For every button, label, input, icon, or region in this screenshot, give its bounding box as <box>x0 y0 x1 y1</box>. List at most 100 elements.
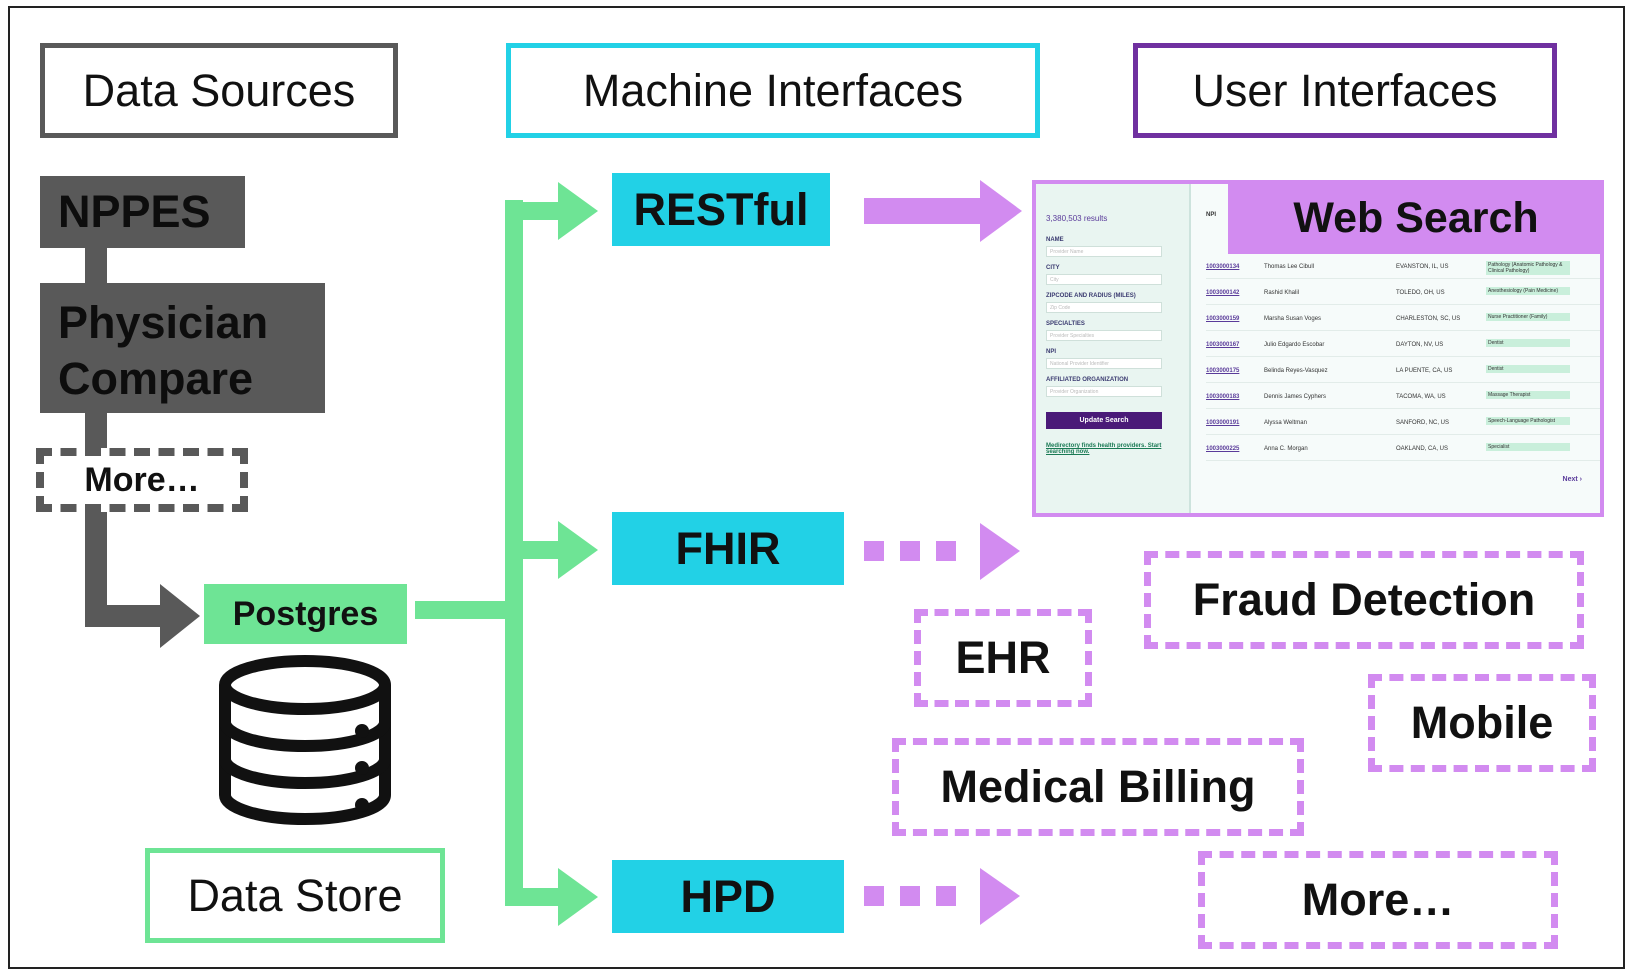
npi-column-header: NPI <box>1206 212 1217 218</box>
filter-input[interactable]: Provider Organization <box>1046 386 1162 397</box>
row-city: CHARLESTON, SC, US <box>1396 316 1461 322</box>
row-npi[interactable]: 1003000142 <box>1206 290 1240 296</box>
green-connector <box>505 202 565 220</box>
row-city: OAKLAND, CA, US <box>1396 446 1449 452</box>
row-city: TOLEDO, OH, US <box>1396 290 1445 296</box>
gray-connector <box>85 512 107 622</box>
row-npi[interactable]: 1003000159 <box>1206 316 1240 322</box>
table-row: 1003000191 Alyssa Weltman SANFORD, NC, US S… <box>1206 414 1600 435</box>
header-machine-interfaces: Machine Interfaces <box>506 43 1040 138</box>
filter-input[interactable]: Provider Specialties <box>1046 330 1162 341</box>
update-search-button[interactable]: Update Search <box>1046 412 1162 429</box>
green-connector <box>415 601 515 619</box>
more-ui-box: More… <box>1198 851 1558 949</box>
database-dot <box>355 761 369 775</box>
row-name: Dennis James Cyphers <box>1264 394 1327 400</box>
filter-label: NPI <box>1046 349 1057 355</box>
green-arrowhead <box>558 521 598 579</box>
row-name: Anna C. Morgan <box>1264 446 1308 452</box>
row-specialty-badge: Dentist <box>1486 339 1570 347</box>
ehr-box: EHR <box>914 609 1092 707</box>
row-name: Rashid Khalil <box>1264 290 1300 296</box>
filter-input[interactable]: City <box>1046 274 1162 285</box>
search-sidebar: 3,380,503 results NAME Provider Name CIT… <box>1036 184 1191 513</box>
row-npi[interactable]: 1003000191 <box>1206 420 1240 426</box>
row-specialty-badge: Massage Therapist <box>1486 391 1570 399</box>
row-name: Julio Edgardo Escobar <box>1264 342 1325 348</box>
tagline-link[interactable]: Medirectory finds health providers. Star… <box>1046 443 1162 455</box>
more-sources-box: More… <box>36 448 248 512</box>
table-row: 1003000175 Belinda Reyes-Vasquez LA PUENTE… <box>1206 362 1600 383</box>
diagram-frame <box>8 6 1625 969</box>
purple-dash <box>864 886 884 906</box>
green-arrowhead <box>558 868 598 926</box>
purple-dash <box>936 541 956 561</box>
row-specialty-badge: Speech-Language Pathologist <box>1486 417 1570 425</box>
purple-dash <box>900 886 920 906</box>
filter-label: ZIPCODE AND RADIUS (MILES) <box>1046 293 1136 299</box>
row-name: Alyssa Weltman <box>1264 420 1307 426</box>
filter-input[interactable]: Zip Code <box>1046 302 1162 313</box>
fraud-detection-box: Fraud Detection <box>1144 551 1584 649</box>
row-specialty-badge: Dentist <box>1486 365 1570 373</box>
table-row: 1003000167 Julio Edgardo Escobar DAYTON, N… <box>1206 336 1600 357</box>
purple-arrowhead <box>980 868 1020 925</box>
row-city: LA PUENTE, CA, US <box>1396 368 1453 374</box>
row-specialty-badge: Specialist <box>1486 443 1570 451</box>
purple-solid-connector <box>864 198 984 224</box>
green-connector <box>505 888 565 906</box>
next-link[interactable]: Next › <box>1562 476 1582 483</box>
row-city: DAYTON, NV, US <box>1396 342 1444 348</box>
row-city: TACOMA, WA, US <box>1396 394 1446 400</box>
restful-box: RESTful <box>612 173 830 246</box>
filter-label: CITY <box>1046 265 1060 271</box>
row-name: Marsha Susan Voges <box>1264 316 1322 322</box>
row-npi[interactable]: 1003000225 <box>1206 446 1240 452</box>
green-arrowhead <box>558 182 598 240</box>
purple-dash <box>900 541 920 561</box>
results-count: 3,380,503 results <box>1046 214 1108 223</box>
gray-connector <box>85 245 107 285</box>
purple-dash <box>936 886 956 906</box>
row-specialty-badge: Nurse Practitioner (Family) <box>1486 313 1570 321</box>
table-row: 1003000134 Thomas Lee Cibull EVANSTON, IL,… <box>1206 258 1600 279</box>
filter-input[interactable]: Provider Name <box>1046 246 1162 257</box>
filter-label: SPECIALTIES <box>1046 321 1085 327</box>
purple-arrowhead <box>980 523 1020 580</box>
row-npi[interactable]: 1003000167 <box>1206 342 1240 348</box>
database-dot <box>355 724 369 738</box>
nppes-box: NPPES <box>40 176 245 248</box>
gray-arrowhead <box>160 584 200 648</box>
web-search-banner: Web Search <box>1228 184 1600 254</box>
mobile-box: Mobile <box>1368 674 1596 772</box>
row-specialty-badge: Pathology (Anatomic Pathology & Clinical… <box>1486 261 1570 275</box>
row-npi[interactable]: 1003000183 <box>1206 394 1240 400</box>
row-name: Thomas Lee Cibull <box>1264 264 1315 270</box>
gray-connector <box>85 605 165 627</box>
row-npi[interactable]: 1003000134 <box>1206 264 1240 270</box>
table-row: 1003000159 Marsha Susan Voges CHARLESTON, … <box>1206 310 1600 331</box>
medical-billing-box: Medical Billing <box>892 738 1304 836</box>
filter-input[interactable]: National Provider Identifier <box>1046 358 1162 369</box>
row-name: Belinda Reyes-Vasquez <box>1264 368 1328 374</box>
purple-arrowhead <box>980 180 1022 242</box>
physician-compare-box: Physician Compare <box>40 283 325 413</box>
purple-dash <box>864 541 884 561</box>
table-row: 1003000142 Rashid Khalil TOLEDO, OH, US Ane… <box>1206 284 1600 305</box>
physician-compare-line1: Physician <box>58 297 269 348</box>
database-icon <box>219 655 391 825</box>
database-dot <box>355 798 369 812</box>
filter-label: AFFILIATED ORGANIZATION <box>1046 377 1129 383</box>
gray-connector <box>85 411 107 451</box>
header-data-sources: Data Sources <box>40 43 398 138</box>
row-city: SANFORD, NC, US <box>1396 420 1450 426</box>
row-npi[interactable]: 1003000175 <box>1206 368 1240 374</box>
postgres-box: Postgres <box>204 584 407 644</box>
hpd-box: HPD <box>612 860 844 933</box>
row-city: EVANSTON, IL, US <box>1396 264 1449 270</box>
physician-compare-line2: Compare <box>58 353 254 404</box>
row-specialty-badge: Anesthesiology (Pain Medicine) <box>1486 287 1570 295</box>
green-connector <box>505 541 565 559</box>
header-user-interfaces: User Interfaces <box>1133 43 1557 138</box>
